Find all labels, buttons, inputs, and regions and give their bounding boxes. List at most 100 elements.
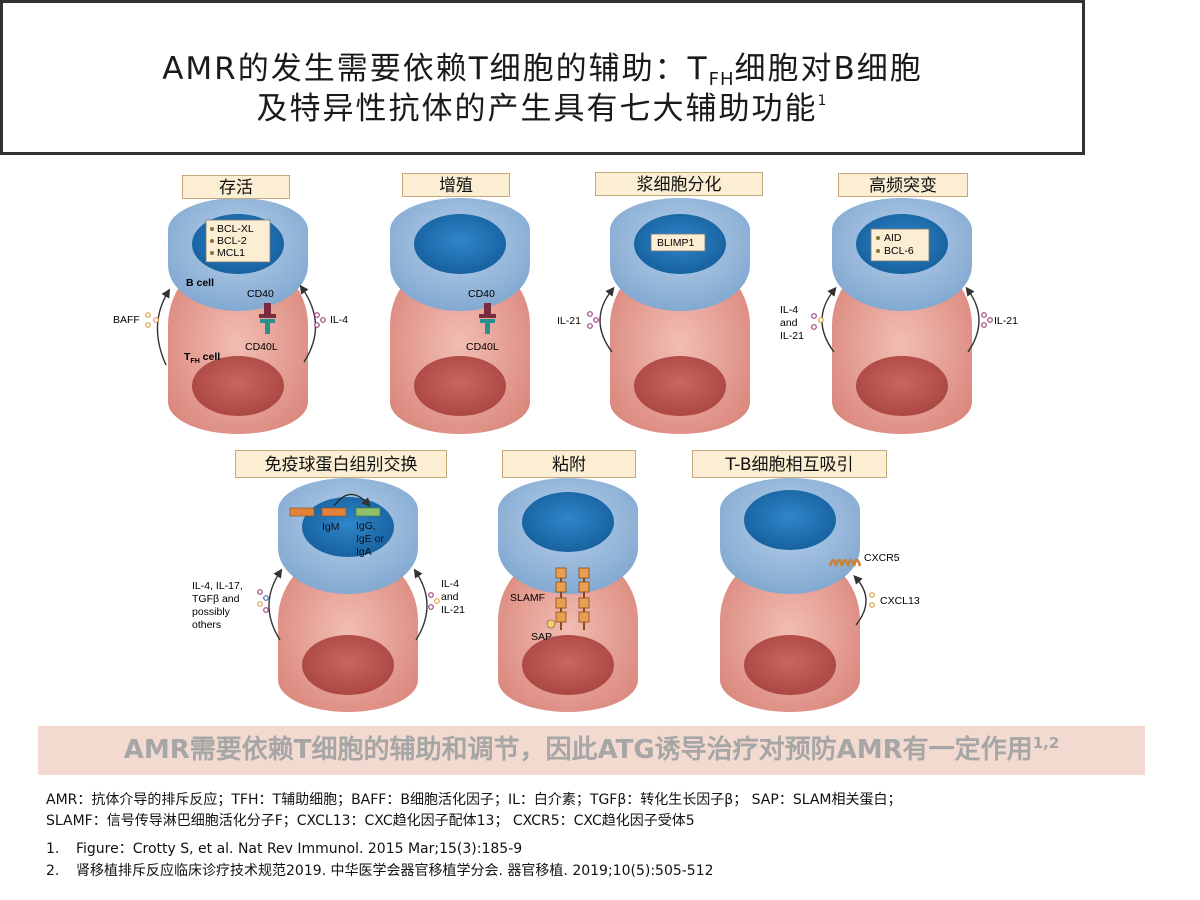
panel-class-switch: IgM IgG, IgE or IgA IL-4, IL-17, TGFβ an… [192,478,465,712]
references: 1. Figure：Crotty S, et al. Nat Rev Immuno… [46,838,1156,882]
cd40l-label: CD40L [245,341,278,353]
tfh-nucleus [192,356,284,416]
tfh-nucleus [744,635,836,695]
signal-il21-right: IL-21 [441,604,465,616]
tfh-nucleus [414,356,506,416]
title-superscript: 1 [817,93,829,109]
banner-superscript: 1,2 [1032,734,1060,752]
signal-and-right: and [441,591,459,603]
cd40l-label: CD40L [466,341,499,353]
signal-il4-right: IL-4 [441,578,459,590]
b-nucleus [302,497,394,557]
title-text-1b: 细胞对B细胞 [734,51,923,87]
reference-text: 肾移植排斥反应临床诊疗技术规范2019. 中华医学会器官移植学分会. 器官移植.… [76,863,714,879]
igg-label: IgG, [356,520,376,532]
abbreviations-line-2: SLAMF：信号传导淋巴细胞活化分子F；CXCL13：CXC趋化因子配体13； … [46,813,695,829]
cd40-receptor [264,303,271,317]
slamf-receptor-right [578,567,590,630]
b-nucleus [744,490,836,550]
panel-survival: BCL-XL BCL-2 MCL1 B cell TFH cell CD40 C… [113,198,348,434]
signal-possibly: possibly [192,606,231,618]
title-text-2: 及特异性抗体的产生具有七大辅助功能 [256,91,818,127]
sap-label: SAP [531,631,552,643]
il4-label: IL-4 [330,314,348,326]
label-proliferation: 增殖 [402,173,510,197]
ige-label: IgE or [356,533,385,545]
title-subscript: FH [708,69,735,90]
gene-segment-igg [355,507,381,517]
nucleus-factor-box [650,233,706,252]
gene-segment-1 [289,507,315,517]
panel-hypermutation: AID BCL-6 IL-4 and IL-21 IL-21 [780,198,1018,434]
cytokine-right-arrow [413,568,428,641]
panel-proliferation: CD40 CD40L [390,198,530,434]
nucleus-factor-box [870,228,930,262]
title-line-1: AMR的发生需要依赖T细胞的辅助：TFH细胞对B细胞 [3,43,1082,90]
factor-aid: AID [884,232,902,244]
slamf-receptor-left [555,567,567,630]
cxcl13-arrow [853,575,867,626]
tfh-nucleus [522,635,614,695]
cxcr5-label: CXCR5 [864,552,900,564]
summary-banner: AMR需要依赖T细胞的辅助和调节，因此ATG诱导治疗对预防AMR有一定作用1,2 [38,726,1145,775]
panel-adhesion: SLAMF SAP [498,478,638,712]
title-line-2: 及特异性抗体的产生具有七大辅助功能1 [3,83,1082,128]
slamf-label: SLAMF [510,592,545,604]
label-survival: 存活 [182,175,290,199]
panel-tb-attraction: CXCR5 CXCL13 [720,478,920,712]
il21-arrow [599,286,615,353]
iga-label: IgA [356,546,372,558]
abbreviations: AMR：抗体介导的排斥反应；TFH：T辅助细胞；BAFF：B细胞活化因子；IL：… [46,790,1156,832]
label-plasma-differentiation: 浆细胞分化 [595,172,763,196]
label-tb-attraction: T-B细胞相互吸引 [692,450,887,478]
signal-il4: IL-4 [780,304,798,316]
tfh-nucleus [634,356,726,416]
title-box: AMR的发生需要依赖T细胞的辅助：TFH细胞对B细胞 及特异性抗体的产生具有七大… [0,0,1085,155]
gene-segment-igm [321,507,347,517]
il21-right-arrow [965,286,980,353]
factor-mcl1: MCL1 [217,247,245,259]
reference-item: 2. 肾移植排斥反应临床诊疗技术规范2019. 中华医学会器官移植学分会. 器官移… [46,860,1156,882]
reference-number: 1. [46,841,60,857]
tfh-nucleus [856,356,948,416]
sap-adaptor [546,619,556,629]
tfh-cell-label: TFH cell [184,351,220,365]
switch-arrow [333,493,371,507]
cd40-receptor [484,303,491,317]
cytokine-left-arrow [268,568,283,641]
factor-bcl-2: BCL-2 [217,235,247,247]
il21-right-label: IL-21 [994,315,1018,327]
reference-item: 1. Figure：Crotty S, et al. Nat Rev Immuno… [46,838,1156,860]
nucleus-factor-box [205,219,271,263]
b-nucleus [522,492,614,552]
cd40-label: CD40 [468,288,495,300]
signal-il4-il17: IL-4, IL-17, [192,580,243,592]
factor-blimp1: BLIMP1 [657,237,695,249]
reference-number: 2. [46,863,60,879]
signal-il21: IL-21 [780,330,804,342]
b-cell-label: B cell [186,277,214,289]
il21-label: IL-21 [557,315,581,327]
b-nucleus [414,214,506,274]
baff-label: BAFF [113,314,140,326]
title-text-1a: AMR的发生需要依赖T细胞的辅助：T [162,51,709,87]
reference-text: Figure：Crotty S, et al. Nat Rev Immunol.… [76,841,523,857]
igm-label: IgM [322,521,340,533]
cd40l-ligand [265,320,270,334]
cxcl13-label: CXCL13 [880,595,920,607]
label-hypermutation: 高频突变 [838,173,968,197]
abbreviations-line-1: AMR：抗体介导的排斥反应；TFH：T辅助细胞；BAFF：B细胞活化因子；IL：… [46,792,902,808]
factor-bcl-6: BCL-6 [884,245,914,257]
baff-arrow [156,288,171,366]
signal-tgfb: TGFβ and [192,593,240,605]
banner-text: AMR需要依赖T细胞的辅助和调节，因此ATG诱导治疗对预防AMR有一定作用 [123,735,1033,765]
factor-bcl-xl: BCL-XL [217,223,254,235]
signal-others: others [192,619,221,631]
label-adhesion: 粘附 [502,450,636,478]
cxcr5-receptor [828,558,862,567]
label-class-switch: 免疫球蛋白组别交换 [235,450,447,478]
tfh-nucleus [302,635,394,695]
cd40l-ligand [485,320,490,334]
cd40-label: CD40 [247,288,274,300]
